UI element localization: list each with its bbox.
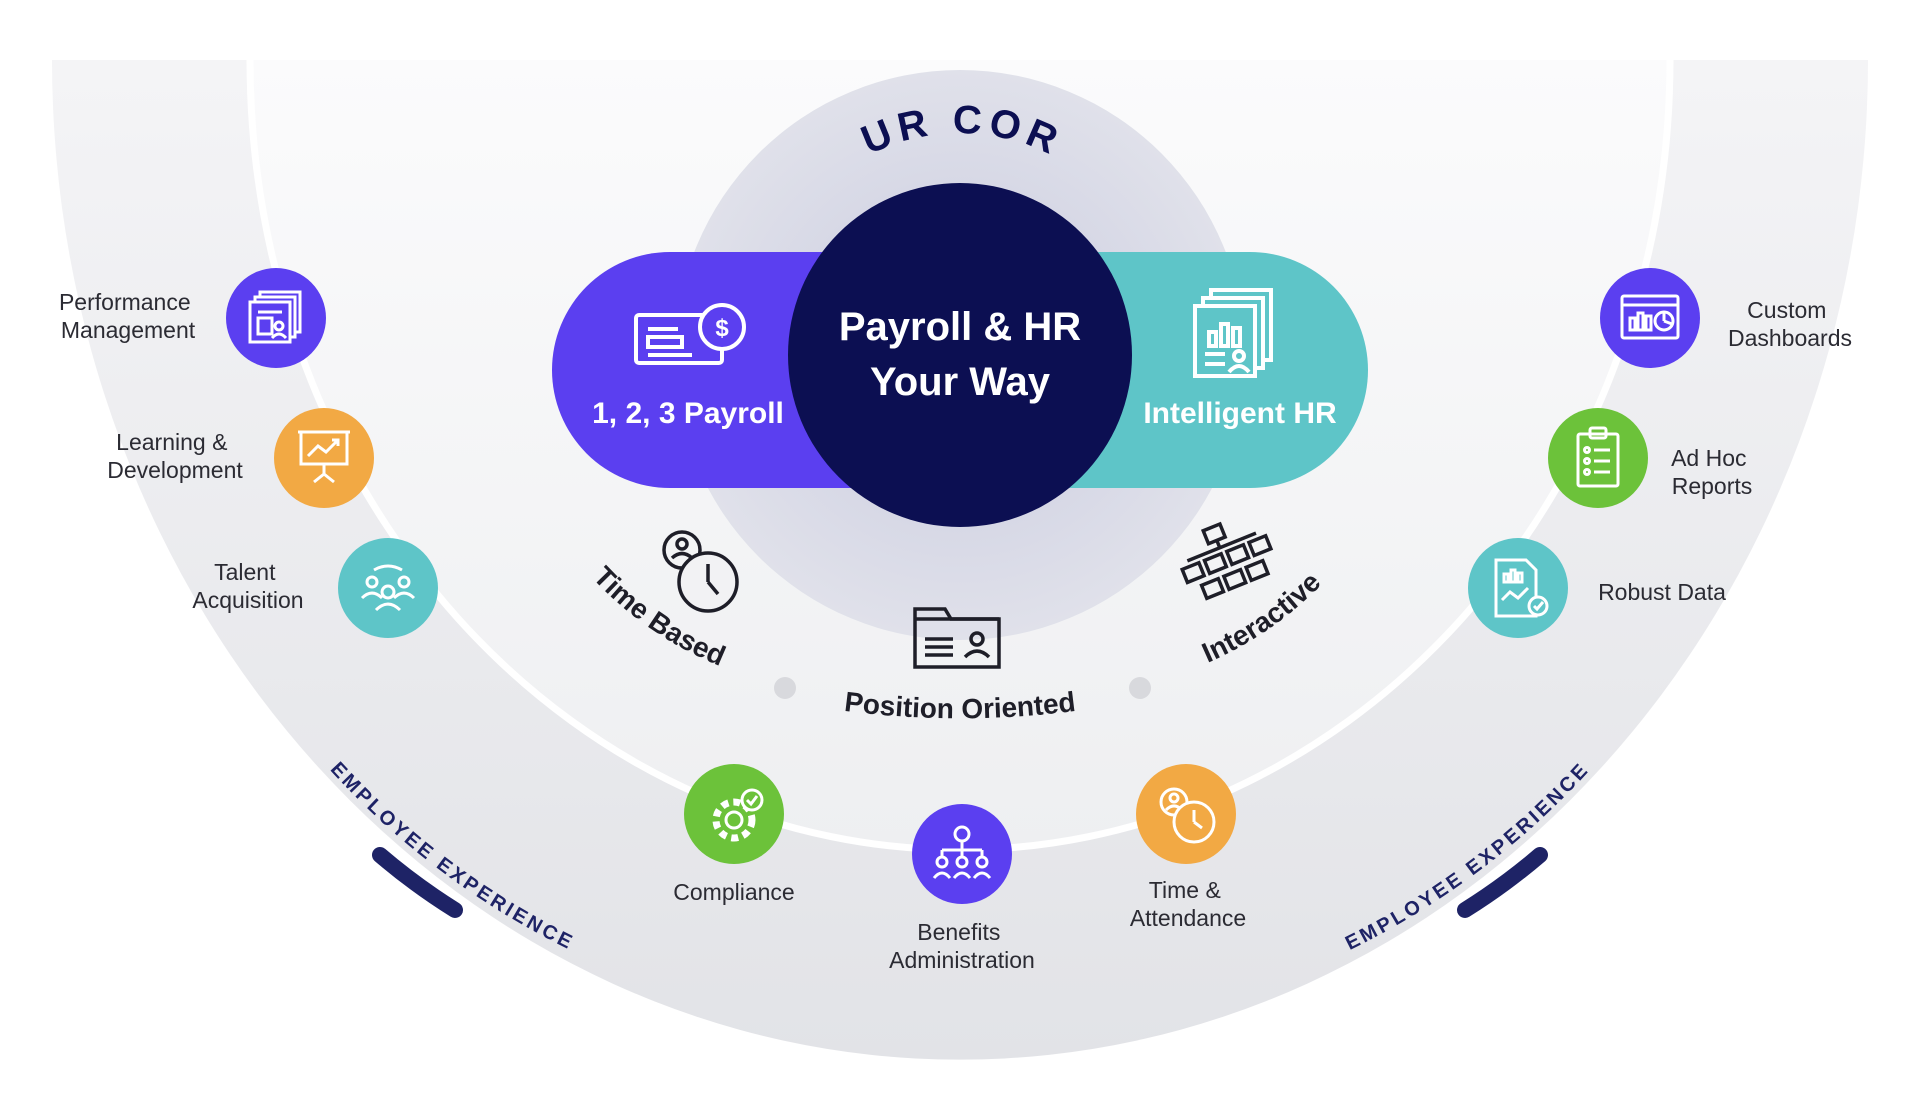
interactive-icon (1179, 521, 1274, 601)
svg-text:Custom Dashboards: Custom Dashboards (1728, 297, 1852, 351)
core-center: Payroll & HR Your Way (788, 183, 1132, 527)
team-icon (360, 564, 416, 612)
separator-dot-right (1129, 677, 1151, 699)
band-accent-right (1457, 847, 1548, 918)
position-oriented-icon (913, 607, 1001, 669)
compliance-item: Compliance (673, 764, 795, 905)
svg-text:Ad Hoc Reports: Ad Hoc Reports (1671, 445, 1753, 499)
talent-label-line1: Talent (214, 559, 276, 585)
presentation-user-icon (248, 290, 302, 344)
separator-dot-left (774, 677, 796, 699)
time-attendance-item: Time & Attendance (1130, 764, 1246, 931)
talent-acquisition-item: Talent Acquisition (192, 538, 438, 638)
svg-text:Time & Attendance: Time & Attendance (1130, 877, 1246, 931)
intelligent-hr-label: Intelligent HR (1143, 397, 1337, 430)
learning-development-item: Learning & Development (107, 408, 374, 508)
benefits-administration-item: Benefits Administration (889, 804, 1035, 973)
dashboard-icon (1620, 294, 1680, 340)
core-title-line2: Your Way (870, 360, 1051, 404)
robust-data-item: Robust Data (1468, 538, 1726, 638)
learning-label-line2: Development (107, 457, 243, 483)
org-chart-icon (932, 825, 992, 879)
svg-text:Talent Acquisition: Talent Acquisition (192, 559, 303, 613)
talent-label-line2: Acquisition (192, 587, 303, 613)
robust-data-label: Robust Data (1598, 579, 1726, 605)
time-attendance-label-line2: Attendance (1130, 905, 1246, 931)
performance-label-line2: Management (61, 317, 196, 343)
core-title-line1: Payroll & HR (839, 305, 1081, 349)
time-attendance-label-line1: Time & (1149, 877, 1221, 903)
band-accent-left (372, 847, 463, 918)
clipboard-icon (1576, 426, 1620, 488)
custom-dashboards-item: Custom Dashboards (1600, 268, 1852, 368)
performance-label-line1: Performance (59, 289, 191, 315)
benefits-label-line2: Administration (889, 947, 1035, 973)
dashboards-label-line1: Custom (1747, 297, 1826, 323)
performance-management-item: Performance Management (59, 268, 326, 368)
svg-text:$: $ (715, 315, 729, 342)
payroll-label: 1, 2, 3 Payroll (592, 397, 784, 430)
learning-label-line1: Learning & (116, 429, 227, 455)
dashboards-label-line2: Dashboards (1728, 325, 1852, 351)
svg-text:Learning & Development: Learning & Development (107, 429, 243, 483)
compliance-label: Compliance (673, 879, 794, 905)
data-report-icon (1494, 558, 1549, 618)
adhoc-label-line2: Reports (1672, 473, 1753, 499)
benefits-label-line1: Benefits (917, 919, 1000, 945)
gear-check-icon (712, 788, 764, 842)
time-based-icon (662, 530, 739, 613)
training-board-icon (298, 430, 350, 484)
hr-report-icon (1193, 288, 1273, 378)
adhoc-label-line1: Ad Hoc (1671, 445, 1746, 471)
svg-text:Benefits Administration: Benefits Administration (889, 919, 1035, 973)
clock-user-icon (1159, 787, 1216, 844)
svg-text:Performance Management: Performance Management (59, 289, 197, 343)
payroll-icon: $ (634, 303, 746, 365)
ad-hoc-reports-item: Ad Hoc Reports (1548, 408, 1753, 508)
